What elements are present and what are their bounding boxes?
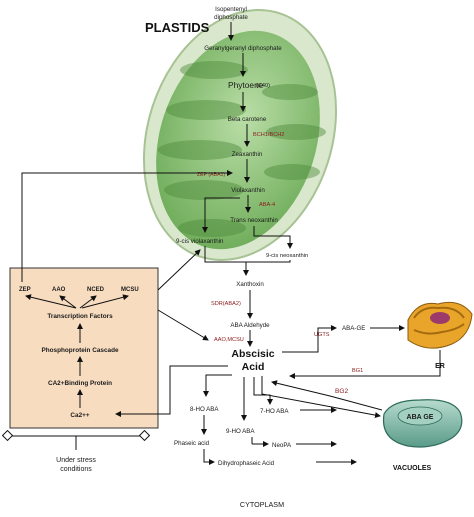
aba-ge-label: ABA-GE bbox=[342, 325, 365, 332]
arrow-er-aba-bg1 bbox=[289, 350, 441, 379]
converge-line bbox=[204, 246, 291, 263]
arrow-box-nced bbox=[157, 249, 201, 291]
arrow-aba-7ho bbox=[253, 377, 273, 405]
aao-enzyme-label: AAO,MCSU bbox=[214, 337, 244, 343]
vacuole-organelle bbox=[382, 399, 463, 448]
signal-transduction-box bbox=[9, 267, 159, 429]
arrow-tf-nced bbox=[79, 295, 97, 309]
arrow-aba-vacuole bbox=[261, 376, 381, 419]
phytoene-c40-label: (C40) bbox=[256, 83, 270, 89]
arrow-aba-8ho bbox=[203, 374, 232, 397]
ca-label: Ca2++ bbox=[70, 412, 89, 419]
9ho-aba-label: 9-HO ABA bbox=[226, 428, 255, 435]
9cis-neoxanthin-label: 9-cis neoxanthin bbox=[266, 253, 308, 259]
arrow-tf-aao bbox=[59, 295, 77, 309]
plastids-title: PLASTIDS bbox=[145, 20, 210, 35]
stress-bracket-left-diamond bbox=[1, 429, 14, 442]
acid-label: Acid bbox=[242, 361, 265, 373]
beta-carotene-label: Beta carotene bbox=[228, 116, 267, 123]
arrow-violaxanthin-9cis bbox=[202, 197, 240, 233]
sdr-enzyme-label: SDR(ABA2) bbox=[211, 301, 241, 307]
phytoene-label: Phytoene bbox=[228, 80, 264, 90]
arrow-phaseic-dpa bbox=[203, 449, 215, 465]
transcription-factors-label: Transcription Factors bbox=[47, 313, 113, 320]
violaxanthin-label: Violaxanthin bbox=[231, 187, 265, 194]
7ho-aba-label: 7-HO ABA bbox=[260, 408, 289, 415]
phaseic-acid-label: Phaseic acid bbox=[174, 440, 210, 447]
isopentenyl-label: Isopentenyl bbox=[215, 6, 247, 13]
arrow-aba-ca bbox=[115, 365, 228, 417]
ugts-enzyme-label: UGTS bbox=[314, 332, 330, 338]
diphosphate-label: diphosphate bbox=[214, 14, 248, 21]
vacuoles-label: VACUOLES bbox=[393, 465, 432, 472]
cytoplasm-title: CYTOPLASM bbox=[240, 500, 284, 509]
neopa-label: NeoPA bbox=[272, 442, 292, 449]
bg1-enzyme-label: BG1 bbox=[352, 368, 363, 374]
abscisic-label: Abscisic bbox=[231, 348, 274, 360]
under-stress-label: Under stress bbox=[56, 457, 96, 464]
er-organelle bbox=[407, 301, 473, 349]
zep-enzyme-label: ZEP (ABA1) bbox=[197, 172, 225, 178]
xanthoxin-label: Xanthoxin bbox=[236, 281, 264, 288]
arrow-tf-mcsu bbox=[81, 294, 129, 309]
gene-nced-label: NCED bbox=[87, 287, 105, 293]
conditions-label: conditions bbox=[60, 466, 92, 473]
ca2-binding-label: CA2+Binding Protein bbox=[48, 380, 112, 387]
gene-aao-label: AAO bbox=[52, 287, 66, 293]
dihydrophaseic-label: Dihydrophaseic Acid bbox=[218, 460, 275, 467]
arrow-tf-zep bbox=[25, 294, 77, 309]
trans-neoxanthin-label: Trans neoxanthin bbox=[230, 217, 278, 224]
arrow-aba-abage bbox=[282, 325, 337, 353]
arrow-vacuole-aba-bg2 bbox=[271, 380, 383, 411]
bch-enzyme-label: BCH1/BCH2 bbox=[253, 132, 284, 138]
arrow-transneo-9cisneo bbox=[253, 226, 293, 249]
aba4-enzyme-label: ABA-4 bbox=[259, 202, 275, 208]
vacuole-aba-ge-label: ABA GE bbox=[407, 414, 434, 421]
gene-zep-label: ZEP bbox=[19, 287, 31, 293]
phosphoprotein-label: Phosphoprotein Cascade bbox=[41, 347, 119, 354]
gene-mcsu-label: MCSU bbox=[121, 287, 139, 293]
plastid-organelle bbox=[142, 8, 338, 262]
bg2-enzyme-label: BG2 bbox=[335, 388, 349, 395]
ggpp-label: Geranylgeranyl diphosphate bbox=[204, 45, 282, 52]
9cis-violaxanthin-label: 9-cis violaxanthin bbox=[176, 238, 224, 245]
arrow-zep-feedback bbox=[21, 170, 233, 282]
aba-aldehyde-label: ABA Aldehyde bbox=[230, 322, 270, 329]
stress-bracket-right-diamond bbox=[138, 429, 151, 442]
zeaxanthin-label: Zeaxanthin bbox=[232, 151, 263, 158]
8ho-aba-label: 8-HO ABA bbox=[190, 406, 219, 413]
arrow-box-aao bbox=[157, 309, 209, 341]
